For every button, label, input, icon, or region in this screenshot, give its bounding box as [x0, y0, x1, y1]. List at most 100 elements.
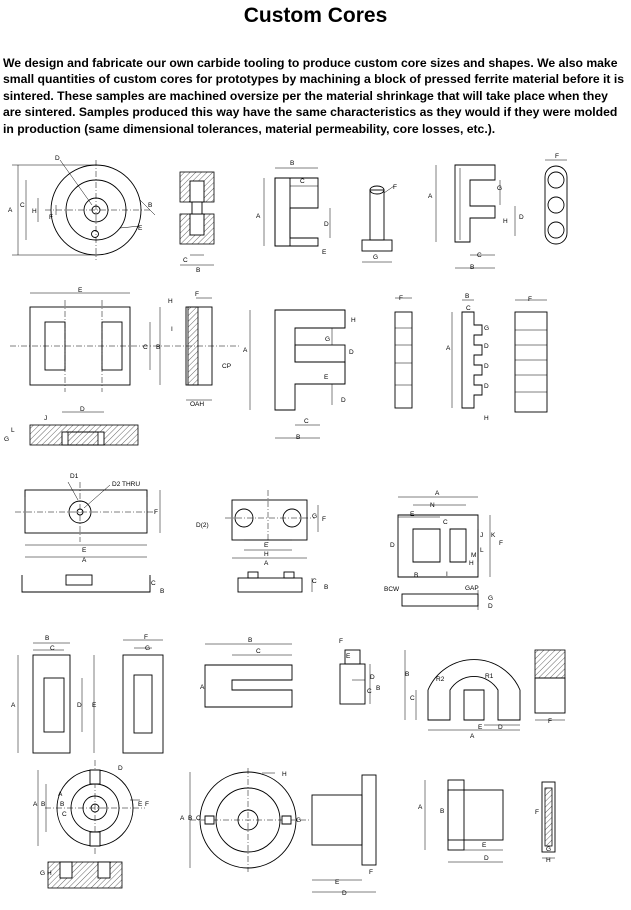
svg-text:D2 THRU: D2 THRU — [112, 481, 140, 488]
svg-text:C: C — [300, 178, 305, 185]
svg-text:F: F — [144, 634, 148, 641]
svg-text:A: A — [446, 345, 451, 352]
u-core-drawing: FG — [122, 634, 164, 754]
svg-text:B: B — [148, 202, 152, 209]
svg-text:B: B — [470, 264, 474, 271]
svg-text:A: A — [180, 815, 185, 822]
svg-text:E: E — [478, 724, 483, 731]
svg-text:D(2): D(2) — [196, 522, 209, 529]
svg-text:A: A — [435, 490, 440, 497]
svg-text:D: D — [484, 343, 489, 350]
svg-text:G: G — [4, 436, 9, 443]
pot-core-section-drawing: CB — [179, 171, 215, 274]
svg-text:A: A — [243, 347, 248, 354]
svg-text:D: D — [77, 702, 82, 709]
svg-text:G: G — [296, 817, 301, 824]
svg-text:C: C — [143, 344, 148, 351]
svg-text:BCW: BCW — [384, 586, 400, 593]
svg-text:E: E — [264, 542, 269, 549]
svg-text:OAH: OAH — [190, 401, 204, 408]
svg-text:D: D — [118, 765, 123, 772]
svg-text:B: B — [465, 293, 469, 300]
svg-text:C: C — [477, 252, 482, 259]
svg-text:D: D — [390, 542, 395, 549]
svg-text:H: H — [546, 857, 551, 864]
svg-text:D: D — [498, 724, 503, 731]
svg-text:F: F — [195, 291, 199, 298]
svg-text:B: B — [248, 637, 252, 644]
svg-text:C: C — [183, 257, 188, 264]
svg-text:C: C — [466, 305, 471, 312]
svg-text:A: A — [418, 804, 423, 811]
svg-text:E: E — [78, 287, 83, 294]
svg-text:C: C — [312, 578, 317, 585]
svg-text:F: F — [548, 718, 552, 725]
u-bracket-core-drawing: BCA DE — [256, 160, 331, 256]
svg-text:H: H — [282, 771, 287, 778]
svg-text:D: D — [484, 363, 489, 370]
svg-text:A: A — [428, 193, 433, 200]
svg-text:A: A — [470, 733, 475, 740]
svg-text:B: B — [160, 588, 164, 595]
svg-text:CP: CP — [222, 363, 231, 370]
svg-text:D: D — [488, 603, 493, 610]
intro-paragraph: We design and fabricate our own carbide … — [3, 56, 625, 136]
svg-text:H: H — [503, 218, 508, 225]
svg-text:B: B — [405, 671, 409, 678]
svg-text:R2: R2 — [436, 676, 445, 683]
svg-text:E: E — [335, 879, 340, 886]
svg-text:H: H — [264, 551, 269, 558]
svg-text:D: D — [484, 855, 489, 862]
svg-text:C: C — [62, 811, 67, 818]
svg-text:F: F — [49, 214, 53, 221]
svg-text:G: G — [484, 325, 489, 332]
svg-text:G: G — [312, 513, 317, 520]
laminated-block-drawing: F — [514, 296, 548, 413]
svg-text:B: B — [60, 801, 64, 808]
svg-text:I: I — [446, 571, 448, 578]
svg-text:D: D — [519, 214, 524, 221]
svg-text:F: F — [393, 184, 397, 191]
drum-core-drawing: AB ED — [418, 779, 504, 863]
svg-text:E: E — [82, 547, 87, 554]
svg-text:C: C — [410, 695, 415, 702]
svg-text:I: I — [171, 326, 173, 333]
svg-text:G: G — [497, 185, 502, 192]
svg-text:A: A — [256, 213, 261, 220]
svg-text:R1: R1 — [485, 673, 494, 680]
svg-text:D: D — [55, 155, 60, 162]
svg-text:G: G — [325, 336, 330, 343]
e-core-side-drawing: A G H D CB — [428, 164, 524, 271]
svg-text:E: E — [410, 511, 415, 518]
svg-text:C: C — [151, 580, 156, 587]
svg-text:F: F — [322, 516, 326, 523]
svg-text:D: D — [342, 890, 347, 897]
svg-text:C: C — [367, 688, 372, 695]
svg-text:E: E — [346, 653, 351, 660]
svg-text:F: F — [399, 295, 403, 302]
comb-core-drawing: BCA GDD DH — [446, 293, 489, 422]
svg-text:D: D — [80, 406, 85, 413]
svg-text:N: N — [430, 502, 435, 509]
svg-text:H: H — [168, 298, 173, 305]
svg-text:H: H — [47, 870, 52, 877]
toroid-arch-drawing: B R2 R1 C AE D F — [404, 649, 566, 740]
svg-text:B: B — [376, 685, 380, 692]
svg-text:E: E — [482, 842, 487, 849]
svg-text:B: B — [324, 584, 328, 591]
svg-text:C: C — [20, 202, 25, 209]
page-title: Custom Cores — [243, 4, 388, 27]
svg-text:L: L — [480, 547, 484, 554]
svg-text:H: H — [484, 415, 489, 422]
svg-text:A: A — [264, 560, 269, 567]
e-core-small-drawing: BCA — [200, 637, 293, 708]
svg-text:L: L — [11, 427, 15, 434]
svg-text:H: H — [32, 208, 37, 215]
